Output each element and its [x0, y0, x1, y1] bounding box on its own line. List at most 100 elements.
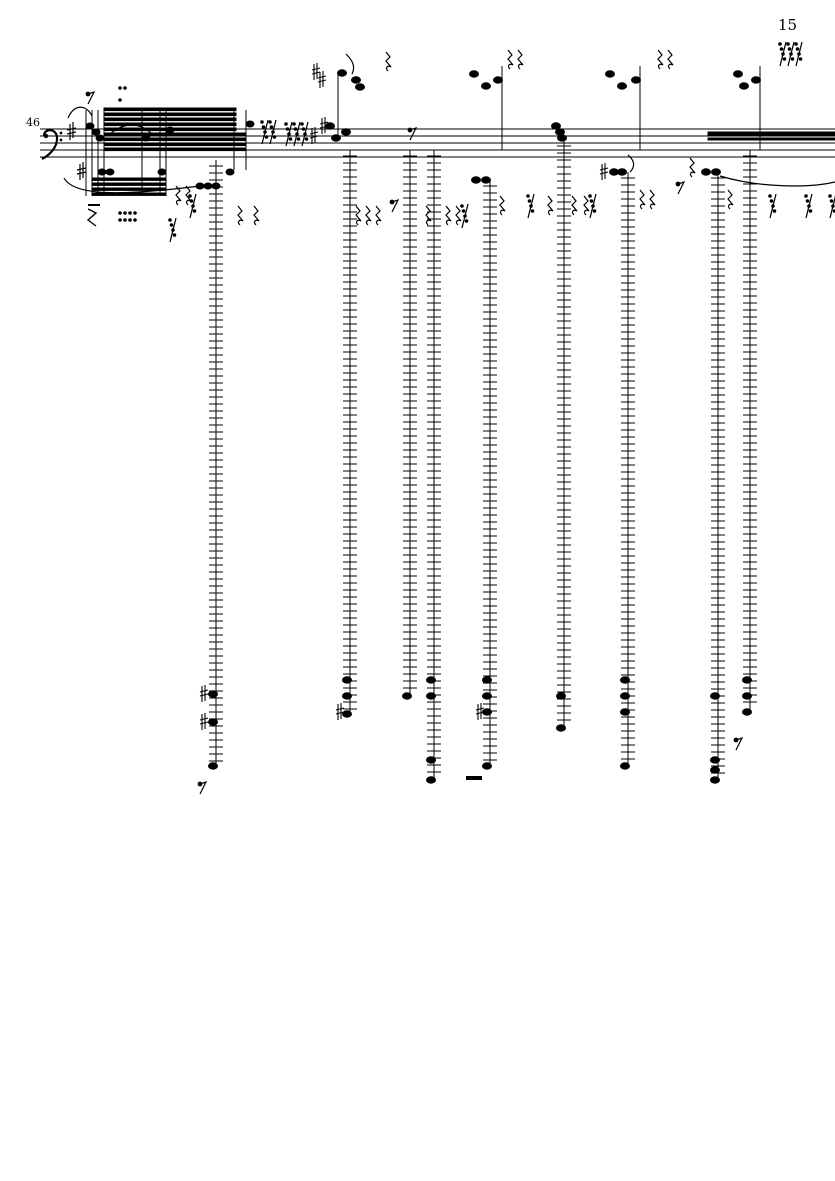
quarter-rest — [237, 205, 244, 226]
notehead — [426, 692, 436, 700]
notehead — [742, 708, 752, 716]
eighth-rest — [87, 90, 96, 105]
flag-dot — [189, 199, 194, 203]
notehead — [426, 776, 436, 784]
quarter-rest — [639, 189, 646, 210]
flag-dot — [172, 233, 177, 237]
flag-dot — [292, 122, 296, 126]
flag-dot — [798, 57, 803, 61]
quarter-rest — [185, 185, 192, 206]
notehead — [342, 710, 352, 718]
flag-stroke — [285, 121, 293, 147]
quarter-rest — [547, 195, 554, 216]
flag-stroke — [779, 41, 787, 67]
flag-stroke — [829, 195, 835, 219]
flag-dot — [261, 125, 266, 129]
flag-stroke — [189, 193, 197, 219]
page-number: 15 — [778, 16, 798, 34]
quarter-rest — [507, 49, 514, 70]
notehead — [710, 766, 720, 774]
quarter-rest — [657, 49, 664, 70]
flag-dot — [464, 219, 469, 223]
quarter-rest — [445, 205, 452, 226]
quarter-rest — [571, 195, 578, 216]
notehead — [710, 756, 720, 764]
notehead — [482, 676, 492, 684]
flag-dot — [794, 42, 798, 46]
notehead — [556, 692, 566, 700]
quarter-rest — [355, 205, 362, 226]
quarter-rest — [727, 189, 734, 210]
flag-dot — [588, 194, 592, 198]
notehead — [710, 692, 720, 700]
notehead — [208, 690, 218, 698]
flag-dot — [804, 194, 808, 198]
flag-dot — [188, 194, 192, 198]
flag-dot — [808, 209, 813, 213]
rest-symbols — [85, 41, 835, 795]
quarter-rest — [253, 205, 260, 226]
bass-clef-icon — [41, 129, 63, 160]
flag-dot — [288, 137, 293, 141]
notehead — [556, 724, 566, 732]
notehead — [742, 692, 752, 700]
notehead — [620, 692, 630, 700]
half-rest — [466, 776, 482, 780]
flag-dot — [169, 223, 174, 227]
notehead — [426, 756, 436, 764]
notehead — [342, 676, 352, 684]
notehead — [208, 718, 218, 726]
flag-stroke — [787, 41, 795, 67]
quarter-rest — [517, 49, 524, 70]
flag-dot — [293, 127, 298, 131]
notehead — [710, 776, 720, 784]
flag-dot — [787, 47, 792, 51]
flag-dot — [527, 199, 532, 203]
quarter-rest — [499, 195, 506, 216]
flag-stroke — [293, 121, 301, 147]
flag-dot — [300, 122, 304, 126]
eighth-rest — [391, 198, 400, 213]
flag-dot — [778, 42, 782, 46]
flag-dot — [461, 209, 466, 213]
key-signature-sharps — [66, 122, 87, 180]
flag-stroke — [261, 119, 269, 145]
flag-dot — [530, 209, 535, 213]
flag-dot — [269, 125, 274, 129]
flag-dot — [192, 209, 197, 213]
flag-dot — [301, 127, 306, 131]
flag-dot — [264, 135, 269, 139]
measure-number: 46 — [26, 116, 40, 129]
quarter-rest — [385, 51, 392, 72]
notehead — [482, 762, 492, 770]
flag-stroke — [769, 193, 777, 219]
eighth-rest — [735, 736, 744, 751]
flag-dot — [460, 204, 464, 208]
notehead — [620, 762, 630, 770]
flag-dot — [268, 120, 272, 124]
flag-dot — [589, 199, 594, 203]
flag-dot — [779, 47, 784, 51]
flag-dot — [829, 199, 834, 203]
flag-dot — [285, 127, 290, 131]
quarter-rest — [365, 205, 372, 226]
ledger-line-columns — [208, 140, 757, 784]
notehead — [742, 676, 752, 684]
notehead — [208, 762, 218, 770]
quarter-rest — [667, 49, 674, 70]
flag-dot — [795, 47, 800, 51]
quarter-rest — [175, 185, 182, 206]
flag-dot — [769, 199, 774, 203]
notehead — [620, 676, 630, 684]
eighth-rest — [677, 180, 686, 195]
flag-dot — [592, 209, 597, 213]
quarter-rest — [649, 189, 656, 210]
flag-stroke — [795, 41, 803, 67]
notehead — [426, 676, 436, 684]
flag-stroke — [169, 217, 177, 243]
flag-stroke — [301, 121, 309, 147]
flag-dot — [805, 199, 810, 203]
notehead — [402, 692, 412, 700]
